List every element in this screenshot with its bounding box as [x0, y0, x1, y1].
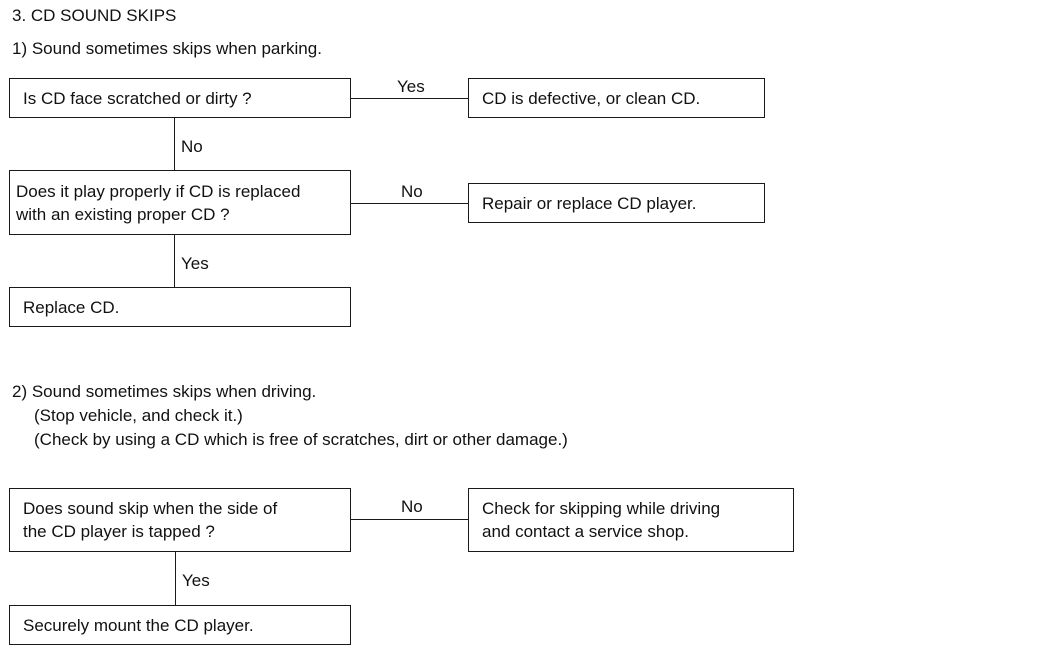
label-q2-yes: Yes	[181, 254, 209, 273]
result-repair-player-text: Repair or replace CD player.	[482, 193, 697, 213]
result-mount-player-text: Securely mount the CD player.	[23, 615, 254, 635]
label-q1-yes: Yes	[397, 77, 425, 96]
connector-q2-no	[351, 203, 468, 204]
page-title: 3. CD SOUND SKIPS	[12, 6, 177, 25]
question-replace-cd-box: Does it play properly if CD is replaced …	[9, 170, 351, 235]
result-cd-defective-text: CD is defective, or clean CD.	[482, 88, 701, 108]
section-1-title: 1) Sound sometimes skips when parking.	[12, 39, 322, 58]
result-cd-defective-box: CD is defective, or clean CD.	[468, 78, 765, 118]
section-2-note-2: (Check by using a CD which is free of sc…	[34, 430, 568, 449]
result-service-shop-line1: Check for skipping while driving	[482, 499, 721, 518]
question-replace-cd-line1: Does it play properly if CD is replaced	[16, 181, 301, 201]
connector-q3-no	[351, 519, 468, 520]
label-q1-no: No	[181, 137, 203, 156]
label-q3-yes: Yes	[182, 571, 210, 590]
result-replace-cd-text: Replace CD.	[23, 297, 120, 317]
connector-q1-yes	[351, 98, 468, 99]
section-2-title: 2) Sound sometimes skips when driving.	[12, 382, 317, 401]
connector-q2-yes	[174, 235, 175, 287]
result-replace-cd-box: Replace CD.	[9, 287, 351, 327]
question-replace-cd-line2: with an existing proper CD ?	[16, 204, 230, 224]
label-q2-no: No	[401, 182, 423, 201]
connector-q1-no	[174, 118, 175, 170]
result-mount-player-box: Securely mount the CD player.	[9, 605, 351, 645]
question-cd-face-box: Is CD face scratched or dirty ?	[9, 78, 351, 118]
section-2-note-1: (Stop vehicle, and check it.)	[34, 406, 243, 425]
question-tap-player-line2: the CD player is tapped ?	[23, 522, 215, 541]
question-tap-player-box: Does sound skip when the side of the CD …	[9, 488, 351, 552]
connector-q3-yes	[175, 552, 176, 605]
question-cd-face-text: Is CD face scratched or dirty ?	[23, 88, 252, 108]
label-q3-no: No	[401, 497, 423, 516]
result-repair-player-box: Repair or replace CD player.	[468, 183, 765, 223]
result-service-shop-box: Check for skipping while driving and con…	[468, 488, 794, 552]
result-service-shop-line2: and contact a service shop.	[482, 522, 689, 541]
question-tap-player-line1: Does sound skip when the side of	[23, 499, 278, 518]
